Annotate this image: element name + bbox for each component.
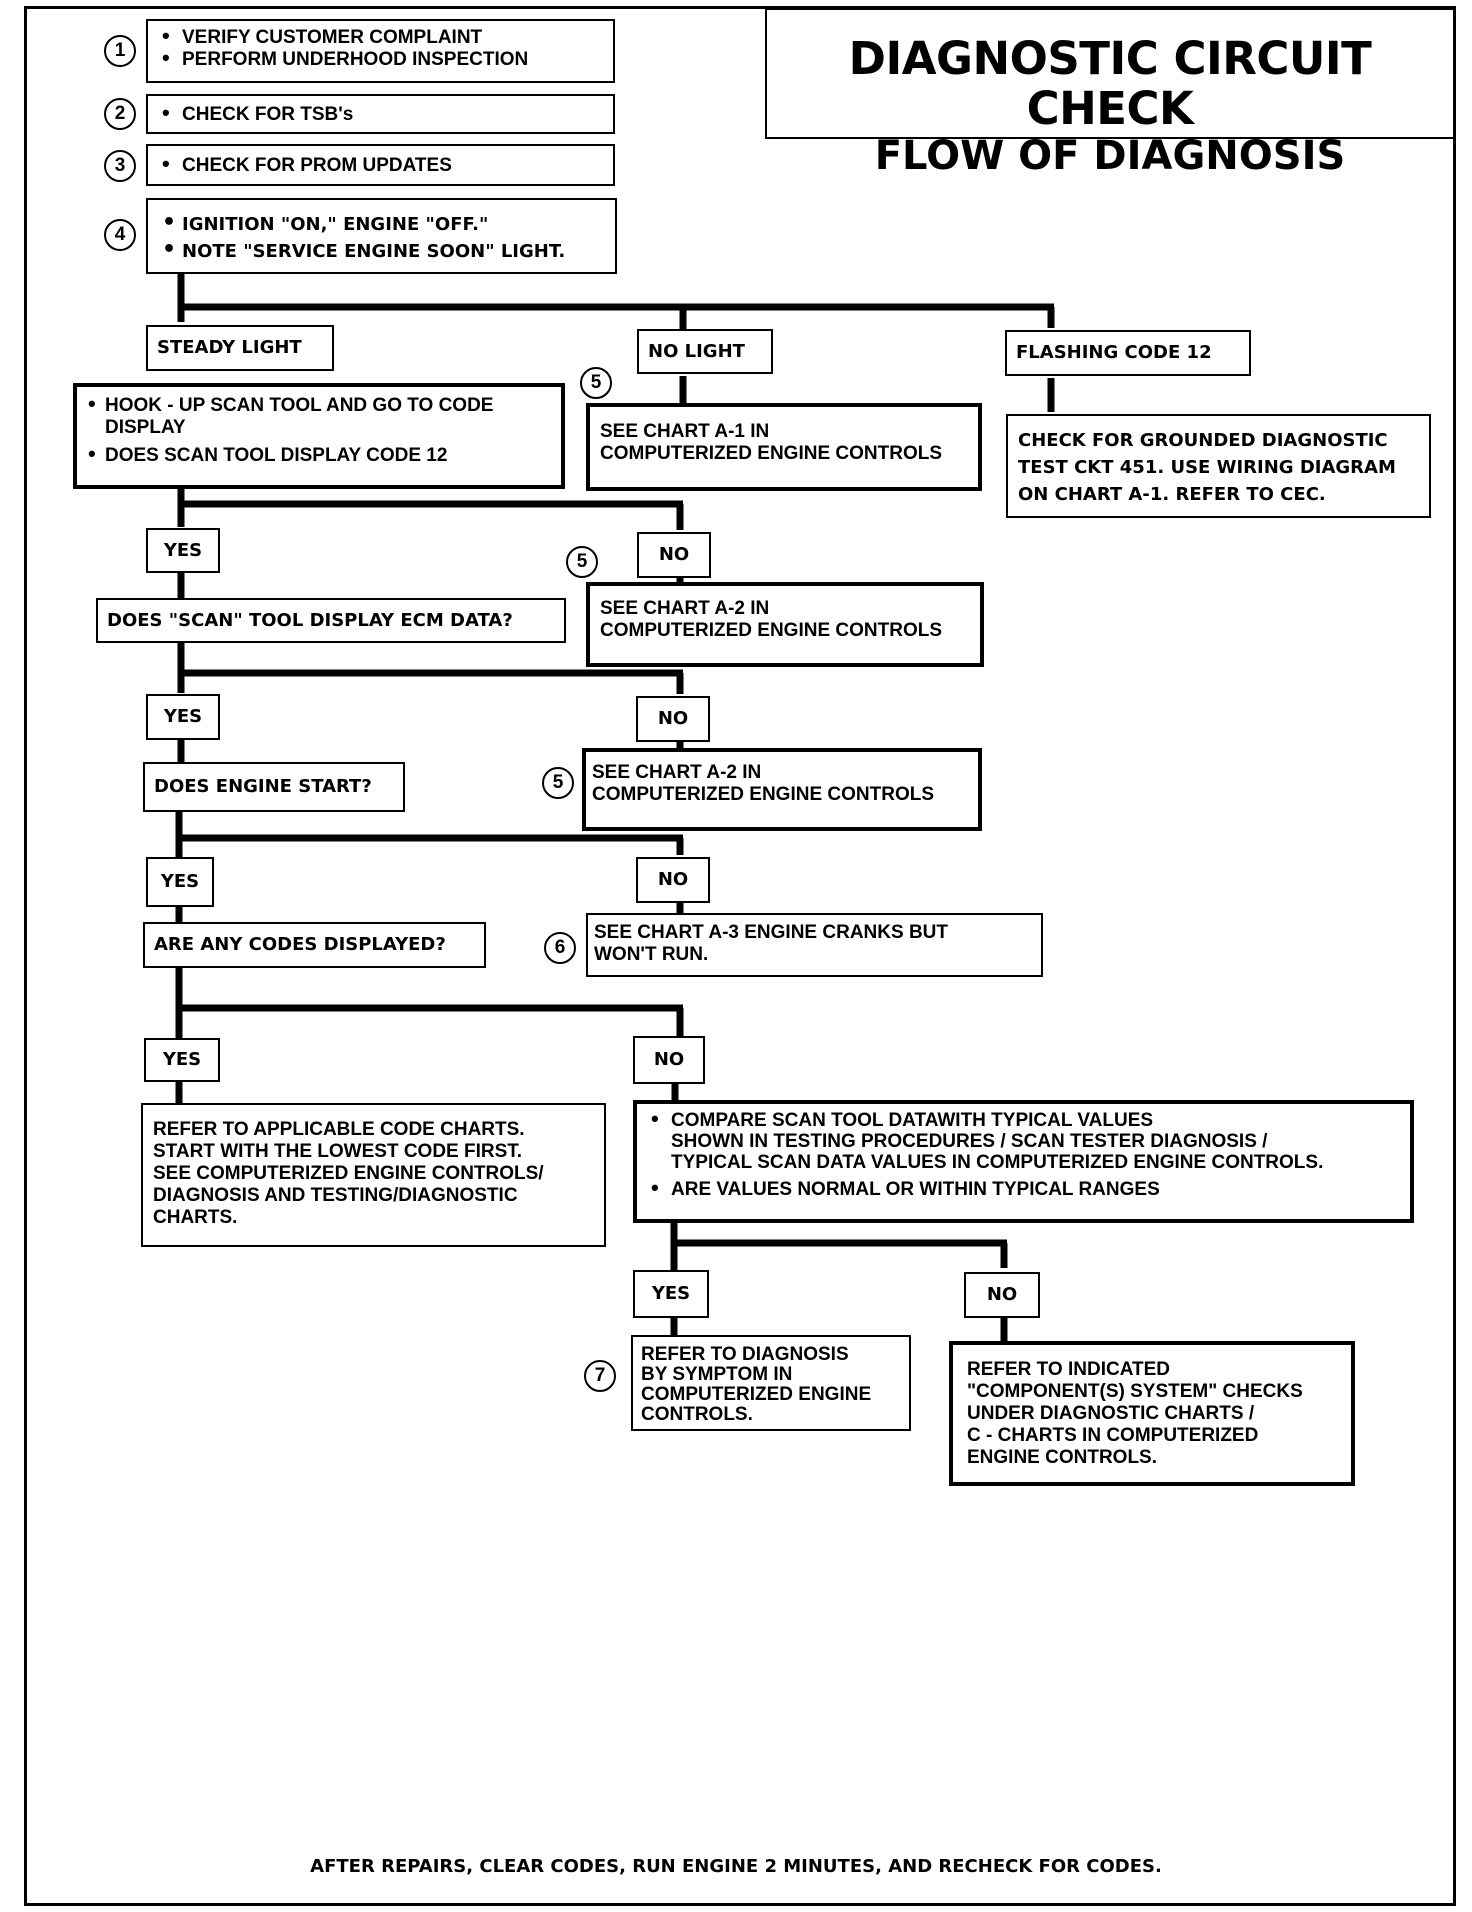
no-label-codes: NO <box>633 1036 705 1084</box>
grounded-diagnostic-box: CHECK FOR GROUNDED DIAGNOSTIC TEST CKT 4… <box>1006 414 1431 518</box>
step-1-marker: 1 <box>104 35 136 67</box>
step-5-marker-a2-second: 5 <box>542 767 574 799</box>
chart-a3-box: SEE CHART A-3 ENGINE CRANKS BUT WON'T RU… <box>586 913 1043 977</box>
step-4-box: IGNITION "ON," ENGINE "OFF." NOTE "SERVI… <box>146 198 617 274</box>
step-1-bullet-2: PERFORM UNDERHOOD INSPECTION <box>158 47 603 71</box>
flashing-code-label: FLASHING CODE 12 <box>1005 330 1251 376</box>
hook-up-bullet-1: HOOK - UP SCAN TOOL AND GO TO CODE DISPL… <box>87 393 551 439</box>
hook-up-scan-tool-box: HOOK - UP SCAN TOOL AND GO TO CODE DISPL… <box>73 383 565 489</box>
yes-label-ecm-data: YES <box>146 694 220 740</box>
compare-scan-data-box: COMPARE SCAN TOOL DATAWITH TYPICAL VALUE… <box>633 1100 1414 1223</box>
step-3-bullet-1: CHECK FOR PROM UPDATES <box>158 153 603 177</box>
step-4-bullet-2: NOTE "SERVICE ENGINE SOON" LIGHT. <box>158 236 605 265</box>
page-frame <box>24 6 1456 1906</box>
symptom-diagnosis-text: REFER TO DIAGNOSIS BY SYMPTOM IN COMPUTE… <box>641 1344 872 1425</box>
step-4-marker: 4 <box>104 219 136 251</box>
chart-a2-second-box: SEE CHART A-2 IN COMPUTERIZED ENGINE CON… <box>582 748 982 831</box>
step-5-marker-a2-first: 5 <box>566 546 598 578</box>
yes-label-scan-code: YES <box>146 528 220 573</box>
no-label-scan-code: NO <box>637 532 711 578</box>
engine-start-question: DOES ENGINE START? <box>143 762 405 812</box>
codes-displayed-question: ARE ANY CODES DISPLAYED? <box>143 922 486 968</box>
grounded-diagnostic-text: CHECK FOR GROUNDED DIAGNOSTIC TEST CKT 4… <box>1018 430 1396 505</box>
chart-a3-text: SEE CHART A-3 ENGINE CRANKS BUT WON'T RU… <box>594 922 948 965</box>
step-3-box: CHECK FOR PROM UPDATES <box>146 144 615 186</box>
yes-label-codes: YES <box>144 1038 220 1082</box>
component-checks-box: REFER TO INDICATED "COMPONENT(S) SYSTEM"… <box>949 1341 1355 1486</box>
component-checks-text: REFER TO INDICATED "COMPONENT(S) SYSTEM"… <box>967 1359 1303 1468</box>
step-7-marker: 7 <box>584 1360 616 1392</box>
code-charts-box: REFER TO APPLICABLE CODE CHARTS. START W… <box>141 1103 606 1247</box>
no-light-label: NO LIGHT <box>637 329 773 374</box>
chart-a1-text: SEE CHART A-1 IN COMPUTERIZED ENGINE CON… <box>600 421 943 464</box>
chart-a1-box: SEE CHART A-1 IN COMPUTERIZED ENGINE CON… <box>586 403 982 491</box>
step-2-marker: 2 <box>104 98 136 130</box>
yes-label-engine-start: YES <box>146 857 214 907</box>
step-3-marker: 3 <box>104 150 136 182</box>
compare-bullet-2: ARE VALUES NORMAL OR WITHIN TYPICAL RANG… <box>647 1177 1400 1200</box>
hook-up-bullet-2: DOES SCAN TOOL DISPLAY CODE 12 <box>87 443 551 467</box>
chart-a2-first-text: SEE CHART A-2 IN COMPUTERIZED ENGINE CON… <box>600 598 943 641</box>
compare-bullet-1: COMPARE SCAN TOOL DATAWITH TYPICAL VALUE… <box>647 1108 1400 1173</box>
symptom-diagnosis-box: REFER TO DIAGNOSIS BY SYMPTOM IN COMPUTE… <box>631 1335 911 1431</box>
steady-light-label: STEADY LIGHT <box>146 325 334 371</box>
no-label-ecm-data: NO <box>636 696 710 742</box>
title-line-1: DIAGNOSTIC CIRCUIT CHECK <box>848 32 1372 135</box>
footer-note: AFTER REPAIRS, CLEAR CODES, RUN ENGINE 2… <box>310 1856 1162 1877</box>
step-1-box: VERIFY CUSTOMER COMPLAINT PERFORM UNDERH… <box>146 19 615 83</box>
title-box: DIAGNOSTIC CIRCUIT CHECK FLOW OF DIAGNOS… <box>765 8 1455 178</box>
title-line-2: FLOW OF DIAGNOSIS <box>874 133 1346 179</box>
step-1-bullet-1: VERIFY CUSTOMER COMPLAINT <box>158 25 603 49</box>
chart-a2-first-box: SEE CHART A-2 IN COMPUTERIZED ENGINE CON… <box>586 582 984 667</box>
yes-label-values: YES <box>633 1270 709 1318</box>
code-charts-text: REFER TO APPLICABLE CODE CHARTS. START W… <box>153 1119 544 1228</box>
step-4-bullet-1: IGNITION "ON," ENGINE "OFF." <box>158 209 605 238</box>
step-6-marker: 6 <box>544 932 576 964</box>
no-label-engine-start: NO <box>636 857 710 903</box>
chart-a2-second-text: SEE CHART A-2 IN COMPUTERIZED ENGINE CON… <box>592 762 935 805</box>
step-2-box: CHECK FOR TSB's <box>146 94 615 134</box>
step-5-marker-a1: 5 <box>580 367 612 399</box>
ecm-data-question: DOES "SCAN" TOOL DISPLAY ECM DATA? <box>96 598 566 643</box>
step-2-bullet-1: CHECK FOR TSB's <box>158 102 603 126</box>
no-label-values: NO <box>964 1272 1040 1318</box>
